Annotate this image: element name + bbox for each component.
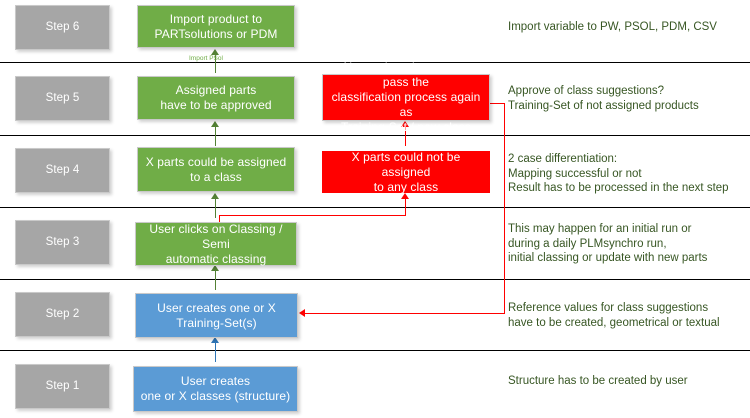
row-divider-1 [0, 62, 750, 63]
node-x-parts-assigned[interactable]: X parts could be assigned to a class [137, 147, 295, 192]
connector-red-elbow-riser [219, 215, 220, 226]
arrowhead-red-feedback-to-step2 [299, 308, 305, 317]
step-label-step-6: Step 6 [15, 5, 110, 50]
row-divider-4 [0, 279, 750, 280]
step-label-step-5: Step 5 [15, 76, 110, 121]
step-label-step-4: Step 4 [15, 148, 110, 193]
row-divider-3 [0, 207, 750, 208]
edge-label-import-psol: Import PSol [189, 55, 223, 62]
connector-red-feedback-vertical [504, 103, 505, 313]
annotation-step-1: Structure has to be created by user [508, 375, 688, 387]
annotation-step-5: Approve of class suggestions? Training-S… [508, 85, 699, 112]
annotation-step-2: Reference values for class suggestions h… [508, 302, 720, 329]
connector-step4-to-step5 [215, 127, 216, 146]
step-label-step-3: Step 3 [15, 220, 110, 265]
connector-red-elbow-to-step4 [405, 199, 406, 216]
arrowhead-red-step4-to-step5 [400, 121, 409, 127]
arrowhead-step1-to-step2 [210, 337, 219, 343]
connector-step3-to-step4 [215, 199, 216, 218]
node-not-assigned-parts-repass[interactable]: Not assigned parts can pass the classifi… [322, 60, 490, 134]
annotation-step-6: Import variable to PW, PSOL, PDM, CSV [508, 21, 717, 33]
node-assigned-parts-approved[interactable]: Assigned parts have to be approved [137, 76, 295, 120]
connector-red-step4-to-step5 [405, 127, 406, 146]
row-divider-5 [0, 350, 750, 351]
node-user-creates-classes[interactable]: User creates one or X classes (structure… [133, 366, 298, 412]
arrowhead-step5-to-step6 [210, 49, 219, 55]
row-divider-2 [0, 135, 750, 136]
node-import-product[interactable]: Import product to PARTsolutions or PDM [137, 5, 295, 48]
arrowhead-red-elbow-to-step4 [400, 193, 409, 199]
node-user-clicks-classing[interactable]: User clicks on Classing / Semi automatic… [135, 222, 297, 266]
connector-step1-to-step2 [215, 343, 216, 362]
connector-red-elbow-horizontal [219, 215, 406, 216]
connector-red-feedback-top [490, 103, 505, 104]
connector-red-feedback-bottom [305, 313, 505, 314]
connector-step5-to-step6 [215, 55, 216, 73]
step-label-step-1: Step 1 [15, 364, 110, 409]
connector-step2-to-step3 [215, 271, 216, 290]
step-label-step-2: Step 2 [15, 292, 110, 337]
arrowhead-step4-to-step5 [210, 121, 219, 127]
node-user-creates-training-sets[interactable]: User creates one or X Training-Set(s) [135, 293, 298, 338]
annotation-step-3: This may happen for an initial run or du… [508, 223, 708, 264]
arrowhead-step3-to-step4 [210, 193, 219, 199]
annotation-step-4: 2 case differentiation: Mapping successf… [508, 153, 729, 194]
arrowhead-step2-to-step3 [210, 265, 219, 271]
node-x-parts-not-assigned[interactable]: X parts could not be assigned to any cla… [322, 150, 490, 194]
